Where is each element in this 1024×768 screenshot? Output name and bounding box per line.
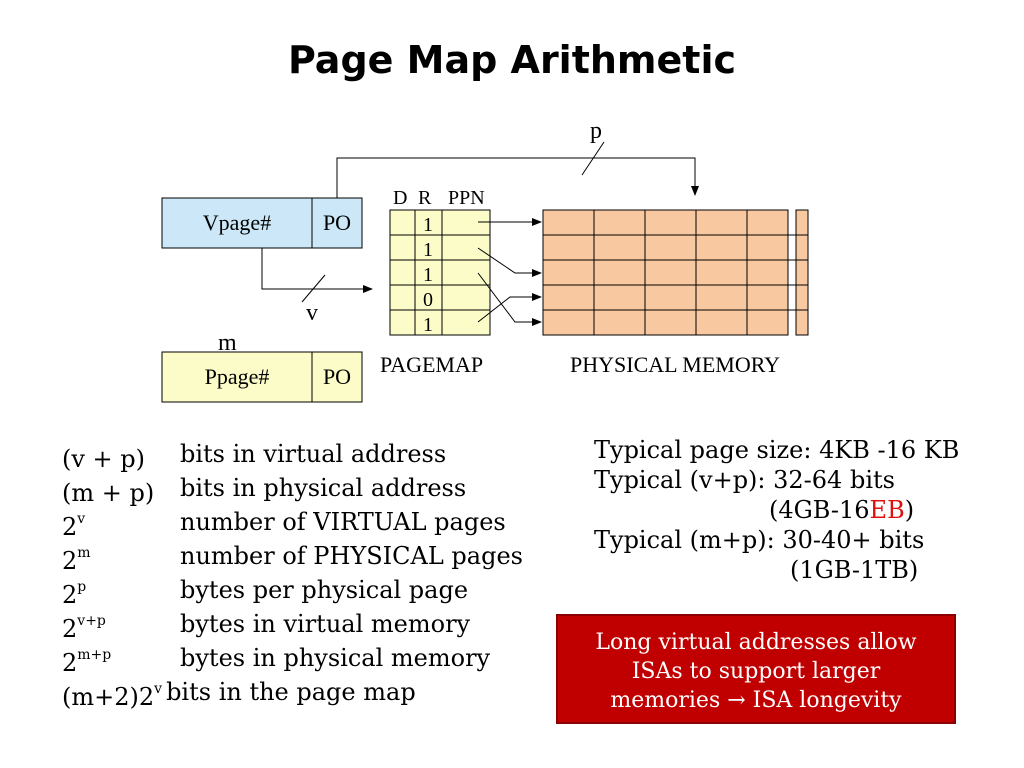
- pagemap-r-bit: 0: [423, 289, 433, 311]
- definition-row: 2v+p bytes in virtual memory: [62, 607, 523, 643]
- vpage-po-label: PO: [323, 210, 351, 235]
- definition-row: 2m number of PHYSICAL pages: [62, 539, 523, 575]
- pagemap-header-r: R: [418, 187, 432, 209]
- page-title: Page Map Arithmetic: [287, 38, 737, 82]
- definition-symbol: 2v+p: [62, 613, 106, 643]
- definition-row: (m + p) bits in physical address: [62, 471, 523, 507]
- exabyte-highlight: EB: [869, 496, 905, 524]
- typical-vp: Typical (v+p): 32-64 bits: [594, 466, 895, 494]
- longevity-callout: Long virtual addresses allow ISAs to sup…: [556, 614, 956, 724]
- definition-row: 2m+p bytes in physical memory: [62, 641, 523, 677]
- v-width-slash: [301, 274, 326, 303]
- definition-desc: bits in the page map: [166, 678, 416, 706]
- definition-desc: bits in virtual address: [180, 440, 447, 468]
- ppage-box: [161, 351, 313, 403]
- pagemap-r-bit: 1: [423, 314, 433, 336]
- pagemap-header-ppn: PPN: [448, 187, 485, 209]
- typical-values: Typical page size: 4KB -16 KB Typical (v…: [594, 435, 959, 585]
- definition-symbol: 2p: [62, 579, 87, 609]
- definition-desc: bytes in physical memory: [180, 644, 491, 672]
- callout-line: ISAs to support larger: [631, 659, 881, 684]
- physical-memory-grid: [542, 209, 789, 336]
- p-width-slash: [581, 141, 605, 176]
- ppn-pointer-arrow: [477, 272, 542, 326]
- pagemap-caption: PAGEMAP: [380, 352, 483, 377]
- definition-row: (v + p) bits in virtual address: [62, 437, 523, 473]
- definition-row: 2v number of VIRTUAL pages: [62, 505, 523, 541]
- vpage-label: Vpage#: [203, 210, 271, 235]
- definition-symbol: (v + p): [62, 445, 146, 473]
- definition-desc: bytes in virtual memory: [180, 610, 471, 638]
- po-to-memory-line: [336, 157, 699, 198]
- definition-symbol: (m+2)2v: [62, 681, 163, 711]
- ppn-pointer-arrow: [477, 293, 542, 323]
- ppage-label: Ppage#: [205, 364, 270, 389]
- p-label: p: [590, 118, 602, 144]
- definition-symbol: (m + p): [62, 479, 155, 507]
- page-map-diagram: Vpage# PO p v m Ppage# PO D R PPN 1 1 1 …: [161, 118, 809, 403]
- vpage-box: [161, 197, 313, 249]
- pagemap-r-bit: 1: [423, 264, 433, 286]
- pagemap-r-bit: 1: [423, 214, 433, 236]
- ppn-pointer-arrow: [477, 247, 542, 277]
- pagemap-r-bit: 1: [423, 239, 433, 261]
- typical-page-size: Typical page size: 4KB -16 KB: [594, 436, 960, 464]
- typical-mp-range: (1GB-1TB): [790, 556, 919, 584]
- pagemap-table: [389, 209, 491, 336]
- pagemap-header-d: D: [393, 187, 407, 209]
- definition-symbol: 2m: [62, 545, 91, 575]
- v-label: v: [306, 300, 318, 326]
- definition-symbol: 2v: [62, 511, 86, 541]
- callout-line: memories → ISA longevity: [610, 688, 902, 713]
- definition-desc: number of VIRTUAL pages: [180, 508, 506, 536]
- typical-mp: Typical (m+p): 30-40+ bits: [594, 526, 925, 554]
- ppage-po-box: [311, 351, 363, 403]
- m-label: m: [218, 330, 237, 356]
- definition-symbol: 2m+p: [62, 647, 112, 677]
- physical-memory-caption: PHYSICAL MEMORY: [570, 352, 780, 377]
- definition-row: 2p bytes per physical page: [62, 573, 523, 609]
- ppage-po-label: PO: [323, 364, 351, 389]
- physical-memory-tail: [795, 209, 809, 336]
- callout-line: Long virtual addresses allow: [595, 630, 917, 655]
- vpage-to-pagemap-line: [261, 248, 373, 293]
- definitions-list: (v + p) bits in virtual address (m + p) bi…: [62, 437, 523, 711]
- definition-desc: bytes per physical page: [180, 576, 469, 604]
- typical-vp-range: (4GB-16EB): [769, 496, 915, 524]
- definition-desc: bits in physical address: [180, 474, 467, 502]
- definition-desc: number of PHYSICAL pages: [180, 542, 523, 570]
